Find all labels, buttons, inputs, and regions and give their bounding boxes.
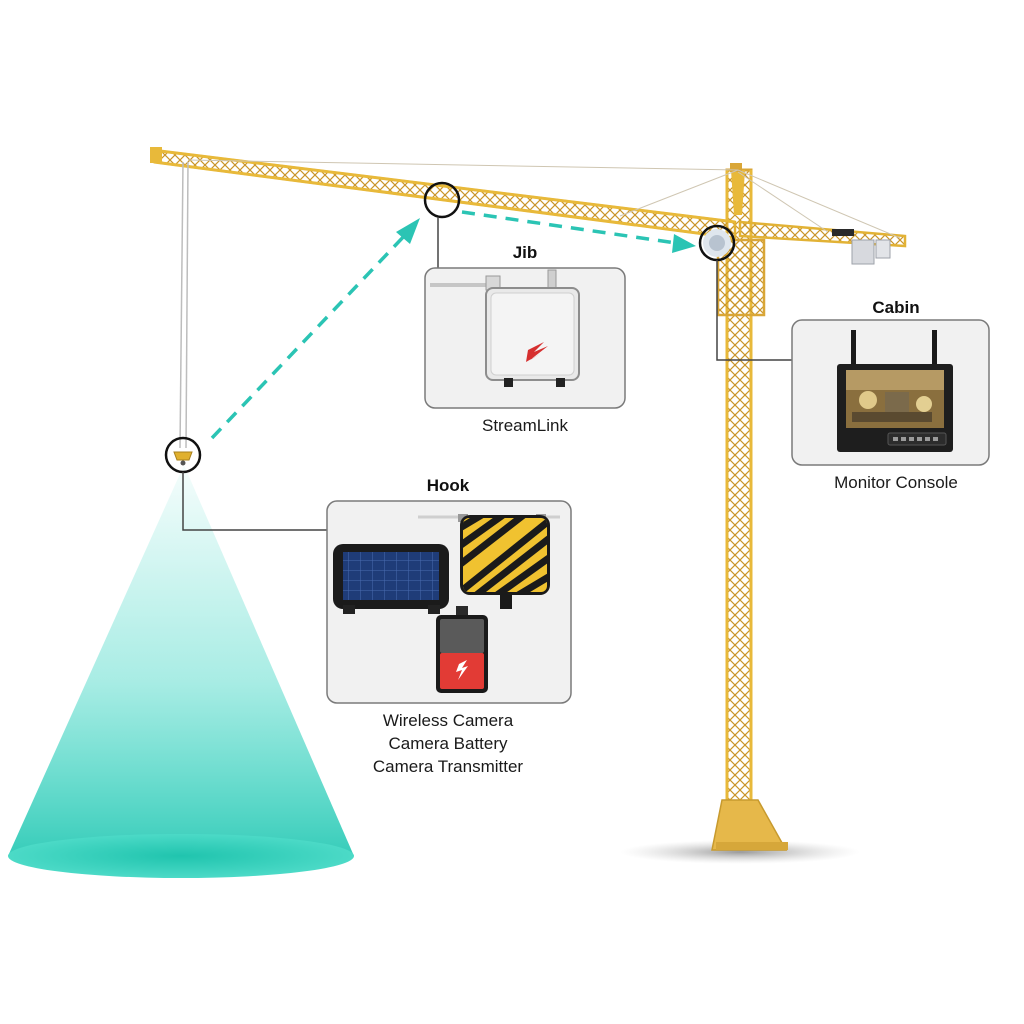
- signal-arrow-jib-to-cabin: [461, 210, 696, 253]
- streamlink-device-icon: [430, 269, 580, 387]
- cabin-highlight-ring: [698, 224, 736, 262]
- cabin-heading: Cabin: [872, 298, 920, 317]
- crane-tower: [711, 168, 788, 851]
- jib-highlight-ring: [423, 181, 461, 219]
- hook-leader-line: [182, 472, 327, 531]
- jib-caption-streamlink: StreamLink: [482, 416, 568, 435]
- camera-battery-icon: [436, 606, 488, 693]
- hook-caption-camera-battery: Camera Battery: [388, 734, 508, 753]
- hook-caption-wireless-camera: Wireless Camera: [382, 711, 514, 730]
- hook-caption-camera-transmitter: Camera Transmitter: [372, 757, 524, 776]
- hook-block: [173, 451, 193, 466]
- hoist-cable: [179, 161, 189, 449]
- tower-shadow: [620, 840, 860, 864]
- camera-transmitter-icon: [418, 514, 560, 609]
- cabin-caption-monitor-console: Monitor Console: [834, 473, 958, 492]
- monitor-console-icon: [837, 330, 953, 452]
- crane-jib: [150, 147, 907, 265]
- hook-heading: Hook: [426, 476, 470, 495]
- signal-arrow-hook-to-jib: [210, 218, 420, 440]
- jib-heading: Jib: [512, 243, 538, 262]
- camera-view-cone: [8, 465, 354, 878]
- wireless-camera-icon: [333, 544, 449, 614]
- cabin-leader-line: [716, 260, 792, 361]
